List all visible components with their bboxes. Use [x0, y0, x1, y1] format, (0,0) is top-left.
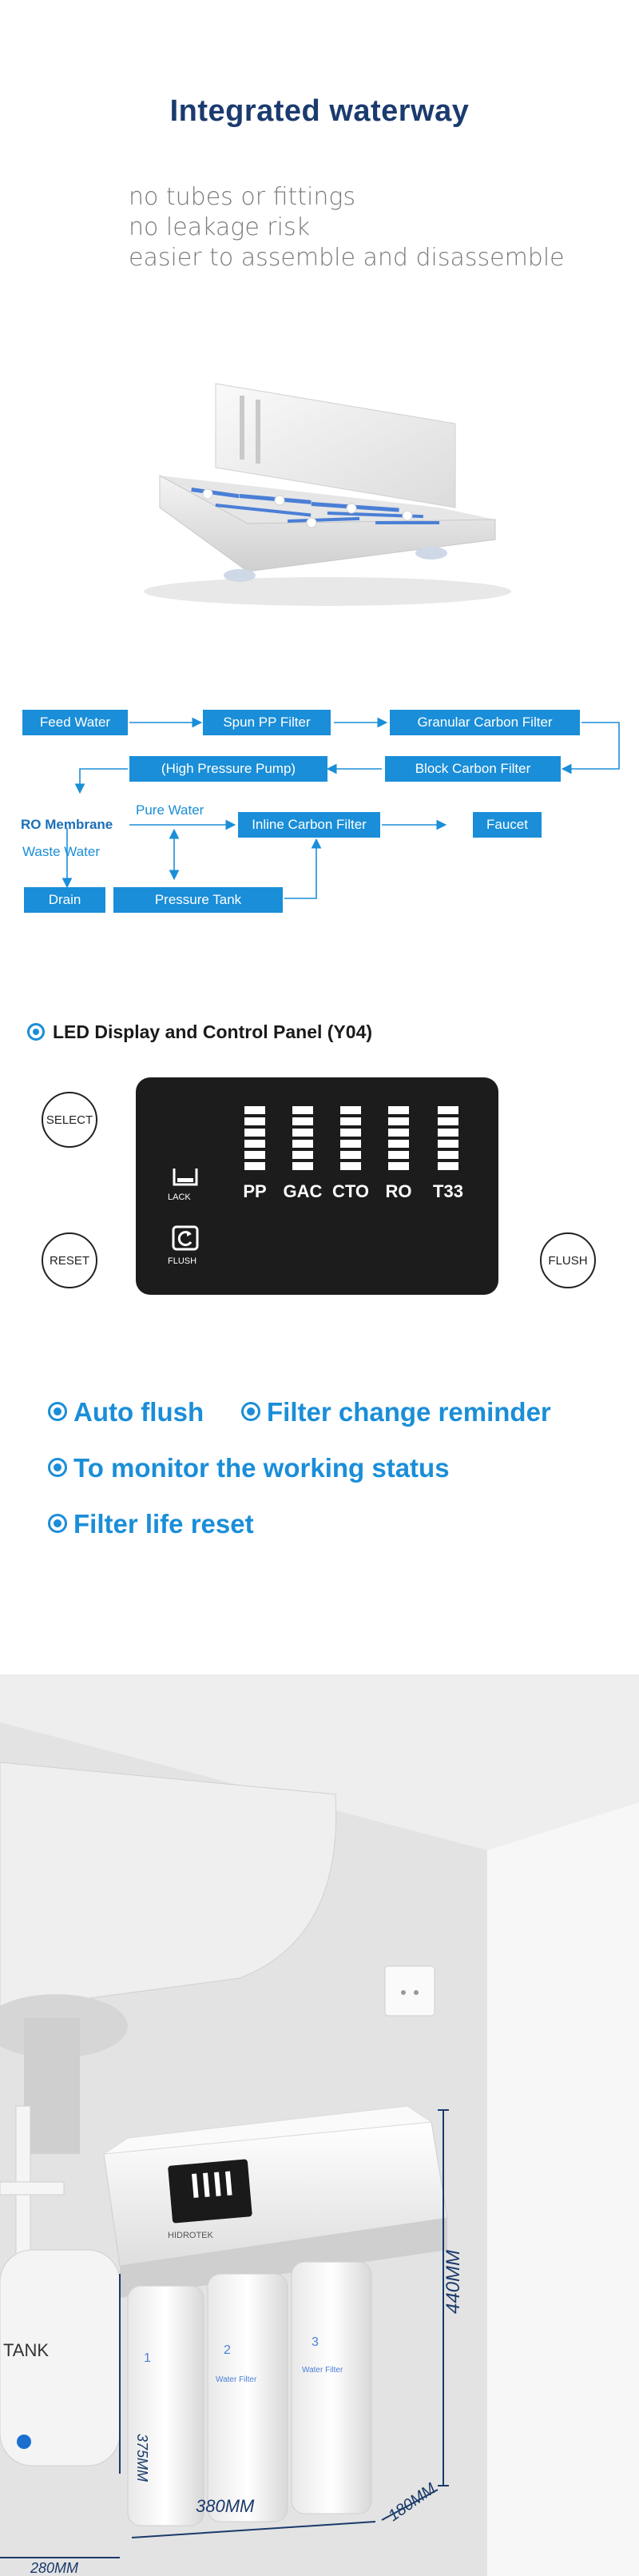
feature-item: easier to assemble and disassemble: [129, 244, 565, 272]
feature-monitor: To monitor the working status: [48, 1453, 450, 1483]
feature-life-reset: Filter life reset: [48, 1509, 254, 1539]
tank-label: TANK: [3, 2340, 49, 2360]
dim-tank-width: 280MM: [30, 2560, 78, 2576]
inline-carbon-filter-box: Inline Carbon Filter: [238, 812, 380, 838]
panel-title: LED Display and Control Panel (Y04): [27, 1021, 372, 1043]
bullet-icon: [48, 1514, 67, 1533]
bullet-icon: [241, 1402, 260, 1421]
drain-box: Drain: [24, 887, 105, 913]
filter-number-3: 3: [312, 2335, 319, 2349]
filter-number-2: 2: [224, 2343, 231, 2357]
flush-button[interactable]: FLUSH: [540, 1232, 596, 1288]
t33-label: T33: [433, 1181, 463, 1201]
faucet-box: Faucet: [473, 812, 542, 838]
flow-diagram: Feed Water Spun PP Filter Granular Carbo…: [0, 687, 639, 927]
feature-item: no leakage risk: [129, 213, 310, 241]
gac-label: GAC: [283, 1181, 323, 1201]
feature-item: no tubes or fittings: [129, 183, 355, 211]
feature-list: no tubes or fittings no leakage risk eas…: [129, 182, 565, 273]
product-installation-photo: TANK HIDROTEK 1 2 3 Water Filter Water F…: [0, 1674, 639, 2576]
bullet-icon: [27, 1023, 45, 1041]
gac-level-bar: [292, 1106, 313, 1173]
waterway-tray-image: [144, 383, 511, 606]
lack-label: LACK: [168, 1192, 191, 1202]
feed-water-box: Feed Water: [22, 710, 128, 735]
ro-level-bar: [388, 1106, 409, 1173]
flush-label: FLUSH: [168, 1256, 197, 1266]
cto-label: CTO: [331, 1181, 370, 1201]
flush-icon: [172, 1225, 199, 1251]
bullet-icon: [48, 1402, 67, 1421]
spun-pp-filter-box: Spun PP Filter: [203, 710, 331, 735]
pressure-tank-box: Pressure Tank: [113, 887, 283, 913]
brand-label: HIDROTEK: [168, 2231, 214, 2240]
reset-button[interactable]: RESET: [42, 1232, 97, 1288]
feature-auto-flush: Auto flush: [48, 1397, 204, 1427]
led-display: LACK FLUSH PP GAC CTO RO T33: [136, 1077, 498, 1295]
waste-water-label: Waste Water: [22, 844, 100, 859]
pp-label: PP: [243, 1181, 267, 1201]
ro-membrane-label: RO Membrane: [21, 817, 113, 832]
high-pressure-pump-box: (High Pressure Pump): [129, 756, 327, 782]
dim-width: 380MM: [196, 2496, 255, 2516]
t33-level-bar: [438, 1106, 458, 1173]
filter-caption: Water Filter: [302, 2366, 343, 2375]
flow-arrows: [62, 717, 620, 899]
bullet-icon: [48, 1458, 67, 1477]
lack-water-icon: [173, 1169, 198, 1186]
dim-height: 440MM: [443, 2250, 464, 2314]
feature-filter-change: Filter change reminder: [241, 1397, 551, 1427]
ro-label: RO: [385, 1181, 412, 1201]
filter-caption: Water Filter: [216, 2375, 257, 2384]
pure-water-label: Pure Water: [136, 802, 204, 818]
select-button[interactable]: SELECT: [42, 1092, 97, 1148]
cto-level-bar: [340, 1106, 361, 1173]
granular-carbon-filter-box: Granular Carbon Filter: [390, 710, 580, 735]
dim-tank-height: 375MM: [134, 2434, 150, 2482]
block-carbon-filter-box: Block Carbon Filter: [385, 756, 561, 782]
page-title: Integrated waterway: [169, 94, 470, 128]
pp-level-bar: [244, 1106, 265, 1173]
filter-number-1: 1: [144, 2351, 151, 2365]
